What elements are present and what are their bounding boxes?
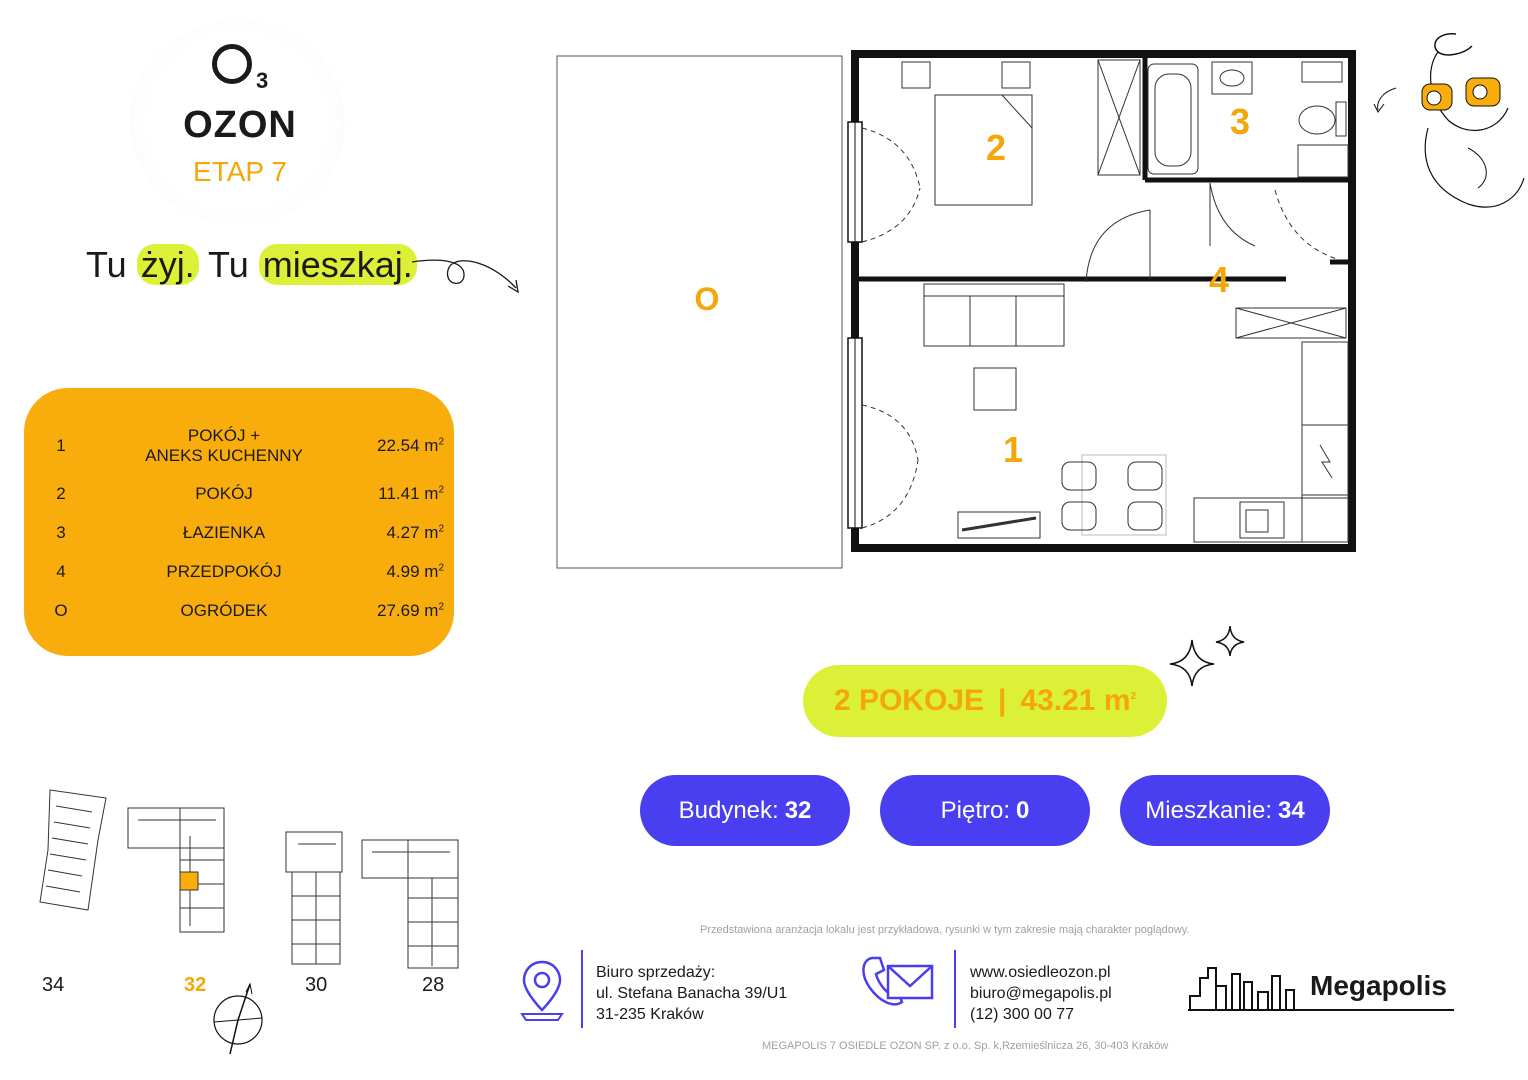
slogan-highlight: mieszkaj.: [258, 244, 417, 285]
logo-subscript: 3: [256, 68, 269, 93]
garden-outline: [556, 55, 843, 569]
slogan: Tu żyj. Tu mieszkaj.: [86, 244, 417, 286]
room-area: 11.41 m2: [378, 484, 444, 503]
rooms-table: 1 POKÓJ +ANEKS KUCHENNY 22.54 m2 2 POKÓJ…: [24, 388, 454, 656]
summary-pill: 2 POKOJE | 43.21 m2: [803, 665, 1167, 737]
contact-email[interactable]: biuro@megapolis.pl: [970, 985, 1112, 1002]
divider: [954, 950, 956, 1028]
building-number: 34: [42, 974, 65, 996]
building-value: 32: [784, 796, 812, 824]
room-area: 27.69 m2: [377, 601, 444, 620]
office-title: Biuro sprzedaży:: [596, 964, 716, 981]
slogan-part: Tu: [86, 244, 137, 285]
company-details: MEGAPOLIS 7 OSIEDLE OZON SP. z o.o. Sp. …: [762, 1040, 1169, 1052]
slogan-part: Tu: [198, 244, 259, 285]
contact-info: www.osiedleozon.pl biuro@megapolis.pl (1…: [970, 962, 1112, 1025]
label-room-4: 4: [1209, 259, 1229, 300]
room-number: 2: [56, 484, 66, 503]
building-label: Budynek:: [678, 796, 779, 824]
room-name: POKÓJ: [195, 484, 253, 503]
room-name: PRZEDPOKÓJ: [166, 562, 282, 581]
label-garden: O: [695, 281, 720, 317]
location-pin-icon: [520, 960, 564, 1021]
label-room-1: 1: [1003, 429, 1023, 470]
binoculars-woman-illustration: [1373, 33, 1525, 208]
office-street: ul. Stefana Banacha 39/U1: [596, 985, 788, 1002]
slogan-highlight: żyj.: [136, 244, 199, 285]
developer-name: Megapolis: [1310, 970, 1447, 1001]
divider: [581, 950, 583, 1028]
disclaimer: Przedstawiona aranżacja lokalu jest przy…: [700, 924, 1190, 936]
logo-o-icon: [212, 44, 252, 84]
building-number: 28: [422, 974, 445, 996]
apartment-walls: [851, 50, 1356, 552]
logo-stage: ETAP 7: [193, 156, 287, 187]
contact-phone[interactable]: (12) 300 00 77: [970, 1006, 1075, 1023]
floor-label: Piętro:: [940, 796, 1010, 824]
apartment-pill: Mieszkanie:34: [1120, 775, 1330, 846]
apartment-highlight: [179, 871, 199, 891]
room-name: POKÓJ +ANEKS KUCHENNY: [145, 426, 303, 465]
room-number: 1: [56, 436, 66, 455]
building-number: 30: [305, 974, 328, 996]
curly-arrow-icon: [411, 259, 519, 294]
floor-pill: Piętro:0: [880, 775, 1090, 846]
phone-mail-icon: [862, 956, 934, 1006]
summary-separator: |: [998, 684, 1007, 717]
contact-website[interactable]: www.osiedleozon.pl: [970, 964, 1111, 981]
room-area: 22.54 m2: [377, 436, 444, 455]
office-city: 31-235 Kraków: [596, 1006, 704, 1023]
sparkle-icon: [1169, 625, 1245, 687]
megapolis-skyline-logo: [1188, 967, 1454, 1011]
floor-value: 0: [1016, 796, 1030, 824]
building-number-active: 32: [184, 974, 207, 996]
compass-icon: [213, 982, 263, 1055]
apartment-value: 34: [1278, 796, 1305, 824]
room-number: O: [54, 601, 68, 620]
apartment-label: Mieszkanie:: [1145, 796, 1272, 824]
room-number: 3: [56, 523, 66, 542]
room-name: OGRÓDEK: [180, 601, 268, 620]
label-room-3: 3: [1230, 101, 1250, 142]
summary-area: 43.21 m2: [1020, 684, 1137, 717]
logo-brand: OZON: [183, 104, 297, 146]
label-room-2: 2: [986, 127, 1006, 168]
floor-plan: O 1 2 3 4: [556, 50, 1356, 569]
building-pill: Budynek:32: [640, 775, 850, 846]
summary-rooms: 2 POKOJE: [833, 684, 984, 717]
room-area: 4.27 m2: [386, 523, 444, 542]
site-key-plan: [39, 789, 459, 969]
room-area: 4.99 m2: [386, 562, 444, 581]
room-name: ŁAZIENKA: [182, 523, 266, 542]
room-number: 4: [56, 562, 66, 581]
sales-office: Biuro sprzedaży: ul. Stefana Banacha 39/…: [596, 962, 787, 1025]
